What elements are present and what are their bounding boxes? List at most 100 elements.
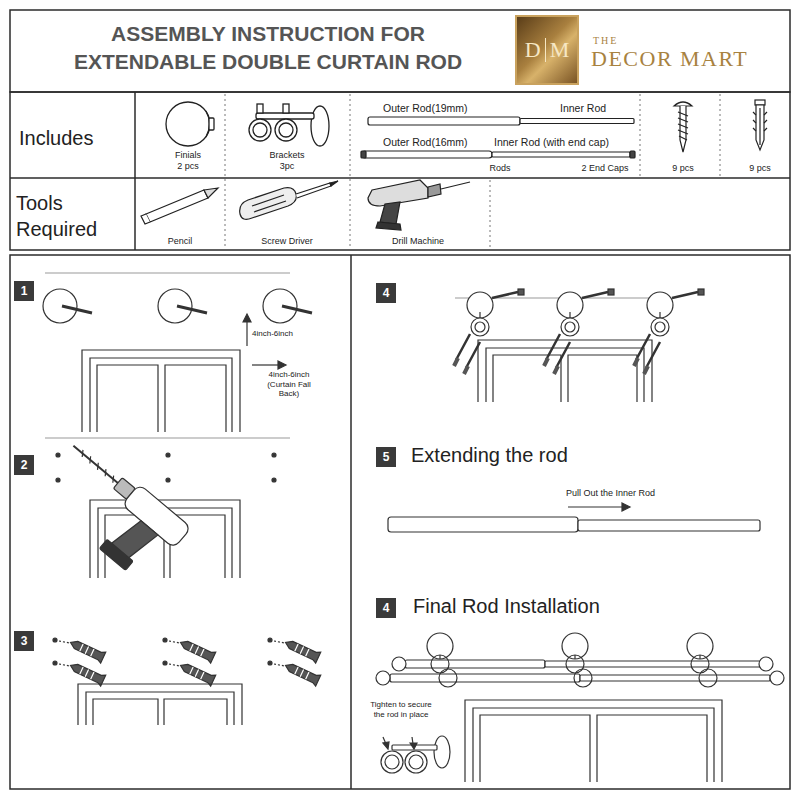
step2-illustration (99, 539, 133, 570)
step3-illustration (164, 699, 227, 725)
step-number: 2 (14, 455, 34, 475)
bracket-icon (257, 104, 263, 113)
step4-illustration (454, 289, 524, 374)
step-number-text: 5 (383, 451, 390, 463)
rod-icon (520, 119, 634, 124)
dimension: 4inch-6inch (252, 329, 293, 339)
step4-illustration (672, 292, 698, 298)
step5-illustration (578, 520, 760, 531)
step3-illustration (268, 638, 272, 642)
step4-illustration (565, 322, 575, 332)
finial-icon (166, 102, 210, 146)
step1-illustration (90, 358, 232, 432)
drill-icon (368, 180, 470, 230)
screwdriver-icon (252, 195, 286, 212)
step4-illustration (544, 289, 614, 374)
pencil-icon (141, 214, 150, 224)
row-header: Includes (19, 126, 94, 150)
step-number-text: 4 (383, 287, 390, 299)
logo-box: DM (515, 15, 579, 85)
screwdriver-icon (240, 181, 338, 219)
cell-divider (720, 94, 721, 176)
step3-illustration (283, 660, 321, 686)
step3-illustration (178, 660, 216, 686)
step4-illustration (636, 334, 660, 368)
step1-illustration (45, 272, 290, 273)
bracket-icon (249, 119, 271, 141)
step1-illustration (278, 361, 286, 369)
step1-illustration (263, 289, 297, 323)
bracket-icon (275, 119, 297, 141)
rod-icon (361, 117, 635, 158)
tighten-inset (405, 751, 427, 773)
step3-illustration (78, 684, 242, 725)
final-installation-illustration (770, 671, 784, 685)
step3-illustration (283, 637, 321, 663)
step1-illustration (158, 289, 192, 323)
final-installation-illustration (574, 669, 592, 687)
step4-illustration (647, 292, 673, 318)
step5-illustration (388, 517, 578, 532)
note: Pull Out the Inner Rod (566, 488, 655, 499)
note: Tighten to secure the rod in place (364, 700, 438, 719)
step3-illustration (178, 637, 216, 663)
step4-illustration (546, 334, 570, 368)
tighten-inset (409, 755, 423, 769)
step4-illustration (454, 289, 704, 402)
table-frame (10, 10, 790, 789)
table-frame (350, 255, 352, 789)
step4-illustration (493, 355, 561, 402)
pencil-icon (141, 188, 218, 224)
final-installation-illustration (390, 674, 580, 682)
title: ASSEMBLY INSTRUCTION FOR EXTENDABLE DOUB… (48, 20, 488, 77)
step5-illustration (568, 506, 624, 507)
table-frame (10, 92, 790, 250)
step4-illustration (544, 358, 558, 374)
tool-name: Screw Driver (261, 236, 313, 247)
step3-illustration (68, 637, 106, 663)
cell-divider (225, 94, 226, 248)
step5-illustration (388, 503, 760, 532)
wall-anchor-icon (756, 105, 764, 150)
part-name: Inner Rod (with end cap) (494, 136, 609, 149)
step4-illustration (634, 358, 648, 374)
step3-illustration (53, 661, 57, 665)
step3-illustration (295, 644, 309, 656)
part-name: Outer Rod(19mm) (383, 102, 468, 115)
step2-illustration (166, 453, 170, 457)
part-name: Inner Rod (560, 102, 606, 115)
bracket-icon (279, 123, 293, 137)
step1-illustration (82, 350, 240, 432)
bracket-icon (311, 106, 329, 146)
step2-illustration (34, 436, 290, 585)
cell-divider (350, 94, 351, 248)
wall-anchor-icon (753, 100, 767, 150)
part-name: Finials (175, 150, 201, 161)
step4-illustration (471, 318, 489, 336)
step-number-text: 2 (21, 459, 28, 471)
step-number: 1 (14, 281, 34, 301)
step4-illustration (561, 318, 579, 336)
step3-illustration (178, 637, 216, 663)
step4-illustration (486, 348, 644, 402)
step2-illustration (272, 453, 276, 457)
step4-illustration (569, 312, 570, 318)
step3-illustration (68, 637, 106, 663)
step2-illustration (45, 437, 290, 438)
screwdriver-icon (296, 183, 331, 198)
step4-illustration (518, 289, 524, 295)
step-number: 5 (376, 447, 396, 467)
step3-illustration (283, 637, 321, 663)
step4-illustration (651, 318, 669, 336)
part-count: 2 pcs (177, 161, 199, 172)
step3-illustration (53, 638, 57, 642)
step-number: 4 (376, 283, 396, 303)
step4-illustration (698, 289, 704, 295)
step4-illustration (655, 322, 665, 332)
step3-illustration (163, 638, 167, 642)
step3-illustration (68, 660, 106, 686)
step2-illustration (56, 478, 60, 482)
drill-icon (376, 222, 401, 230)
final-installation-illustration (405, 660, 545, 668)
